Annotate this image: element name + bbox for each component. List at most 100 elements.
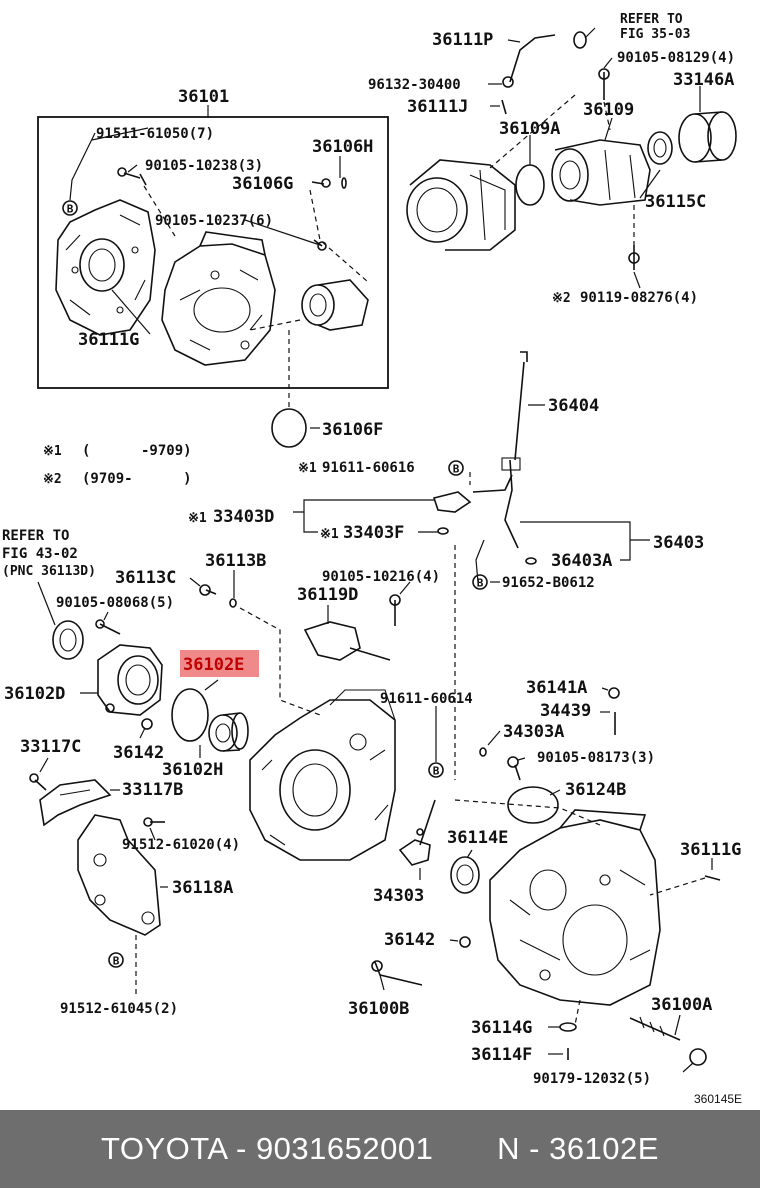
mark-1-33403F: ※1 bbox=[320, 527, 339, 542]
callout-b-5: B bbox=[108, 952, 124, 968]
label-96132-30400: 96132-30400 bbox=[368, 77, 461, 93]
label-91512-61020: 91512-61020(4) bbox=[122, 837, 240, 853]
label-36114E: 36114E bbox=[447, 828, 508, 848]
bearing-retainer bbox=[301, 279, 369, 331]
label-36102D: 36102D bbox=[4, 684, 65, 704]
label-36101: 36101 bbox=[178, 87, 229, 107]
label-91611-60616: 91611-60616 bbox=[322, 460, 415, 476]
o-ring-36106F bbox=[271, 408, 307, 448]
oil-seal-ref bbox=[52, 620, 84, 660]
plate-33403D bbox=[293, 491, 472, 533]
note-2-text: (9709- ) bbox=[82, 471, 192, 487]
label-36113C: 36113C bbox=[115, 568, 176, 588]
o-ring-36102E-highlighted-part bbox=[171, 688, 209, 742]
label-36124B: 36124B bbox=[565, 780, 626, 800]
label-36109: 36109 bbox=[583, 100, 634, 120]
label-36119D: 36119D bbox=[297, 585, 358, 605]
label-90105-08129: 90105-08129(4) bbox=[617, 50, 735, 66]
label-90179-12032: 90179-12032(5) bbox=[533, 1071, 651, 1087]
label-refer-35-03-line2: FIG 35-03 bbox=[620, 27, 690, 42]
label-36109A: 36109A bbox=[499, 119, 560, 139]
note-1-mark: ※1 bbox=[43, 444, 62, 459]
label-36404: 36404 bbox=[548, 396, 599, 416]
svg-text:B: B bbox=[453, 463, 460, 476]
o-ring-36109A bbox=[515, 164, 545, 206]
transaxle-case-right bbox=[489, 809, 661, 1006]
assembly-36101-frame bbox=[37, 116, 389, 389]
label-36114G: 36114G bbox=[471, 1018, 532, 1038]
dipstick-tube-36403 bbox=[472, 457, 521, 549]
sensor-36119D bbox=[303, 621, 391, 661]
dust-cover-33146A bbox=[678, 111, 737, 163]
mark-1-91611: ※1 bbox=[298, 461, 317, 476]
mark-2-top: ※2 bbox=[552, 291, 571, 306]
figure-code: 360145E bbox=[694, 1092, 742, 1106]
label-36102H: 36102H bbox=[162, 760, 223, 780]
hose-36111P bbox=[509, 34, 556, 83]
label-refer-43-02-line3: (PNC 36113D) bbox=[2, 564, 96, 579]
label-36142-b: 36142 bbox=[384, 930, 435, 950]
label-90105-08068: 90105-08068(5) bbox=[56, 595, 174, 611]
label-36403A: 36403A bbox=[551, 551, 612, 571]
label-36142-a: 36142 bbox=[113, 743, 164, 763]
label-90105-10216: 90105-10216(4) bbox=[322, 569, 440, 585]
svg-text:B: B bbox=[433, 765, 440, 778]
footer-part-info: TOYOTA - 9031652001 N - 36102E bbox=[101, 1131, 659, 1166]
label-34303A: 34303A bbox=[503, 722, 564, 742]
label-36106G: 36106G bbox=[232, 174, 293, 194]
label-36106F: 36106F bbox=[322, 420, 383, 440]
cover-36124B bbox=[507, 786, 559, 824]
label-refer-43-02-line1: REFER TO bbox=[2, 528, 69, 544]
label-33403D: 33403D bbox=[213, 507, 274, 527]
bracket-33117B bbox=[39, 779, 112, 827]
label-33117B: 33117B bbox=[122, 780, 183, 800]
callout-b-4: B bbox=[428, 762, 444, 778]
parts-diagram: B B B B B 36101 91511-61050(7) 90105-102… bbox=[2, 12, 742, 1106]
stud-36100B bbox=[371, 960, 423, 986]
dipstick-36404 bbox=[514, 351, 545, 461]
label-refer-43-02-line2: FIG 43-02 bbox=[2, 546, 78, 562]
callout-b-2: B bbox=[448, 460, 464, 476]
label-34439: 34439 bbox=[540, 701, 591, 721]
stud-36100A bbox=[629, 1016, 681, 1041]
label-33117C: 33117C bbox=[20, 737, 81, 757]
label-36115C: 36115C bbox=[645, 192, 706, 212]
case-half-left bbox=[55, 199, 156, 336]
label-36118A: 36118A bbox=[172, 878, 233, 898]
extension-housing bbox=[406, 159, 516, 251]
label-36106H: 36106H bbox=[312, 137, 373, 157]
label-33146A: 33146A bbox=[673, 70, 734, 90]
label-refer-35-03-line1: REFER TO bbox=[620, 12, 683, 27]
label-90119-08276: 90119-08276(4) bbox=[580, 290, 698, 306]
label-91611-60614: 91611-60614 bbox=[380, 691, 473, 707]
nut-90179-12032 bbox=[689, 1048, 707, 1066]
seal-36114E bbox=[450, 856, 480, 894]
housing-36102D bbox=[97, 644, 163, 716]
transaxle-case-center bbox=[249, 689, 396, 861]
label-36141A: 36141A bbox=[526, 678, 587, 698]
svg-text:B: B bbox=[67, 203, 74, 216]
label-36100B: 36100B bbox=[348, 999, 409, 1019]
mark-1-33403D: ※1 bbox=[188, 511, 207, 526]
box-bolts bbox=[117, 167, 347, 251]
label-36102E: 36102E bbox=[183, 655, 244, 675]
callout-b-3: B bbox=[472, 574, 488, 590]
label-36111G-b: 36111G bbox=[680, 840, 741, 860]
label-36100A: 36100A bbox=[651, 995, 712, 1015]
bracket-36118A bbox=[77, 814, 161, 936]
bearing-36102H bbox=[208, 712, 249, 752]
note-2-mark: ※2 bbox=[43, 472, 62, 487]
lever-34303 bbox=[398, 799, 436, 866]
case-half-center bbox=[161, 231, 276, 366]
callout-b-1: B bbox=[62, 200, 78, 216]
label-34303: 34303 bbox=[373, 886, 424, 906]
highlight-36102E bbox=[180, 650, 259, 677]
nut-36142-a bbox=[141, 718, 153, 730]
label-33403F: 33403F bbox=[343, 523, 404, 543]
label-36111P: 36111P bbox=[432, 30, 493, 50]
svg-text:B: B bbox=[113, 955, 120, 968]
label-36114F: 36114F bbox=[471, 1045, 532, 1065]
svg-text:B: B bbox=[477, 577, 484, 590]
label-36111G-a: 36111G bbox=[78, 330, 139, 350]
label-91511-61050: 91511-61050(7) bbox=[96, 126, 214, 142]
